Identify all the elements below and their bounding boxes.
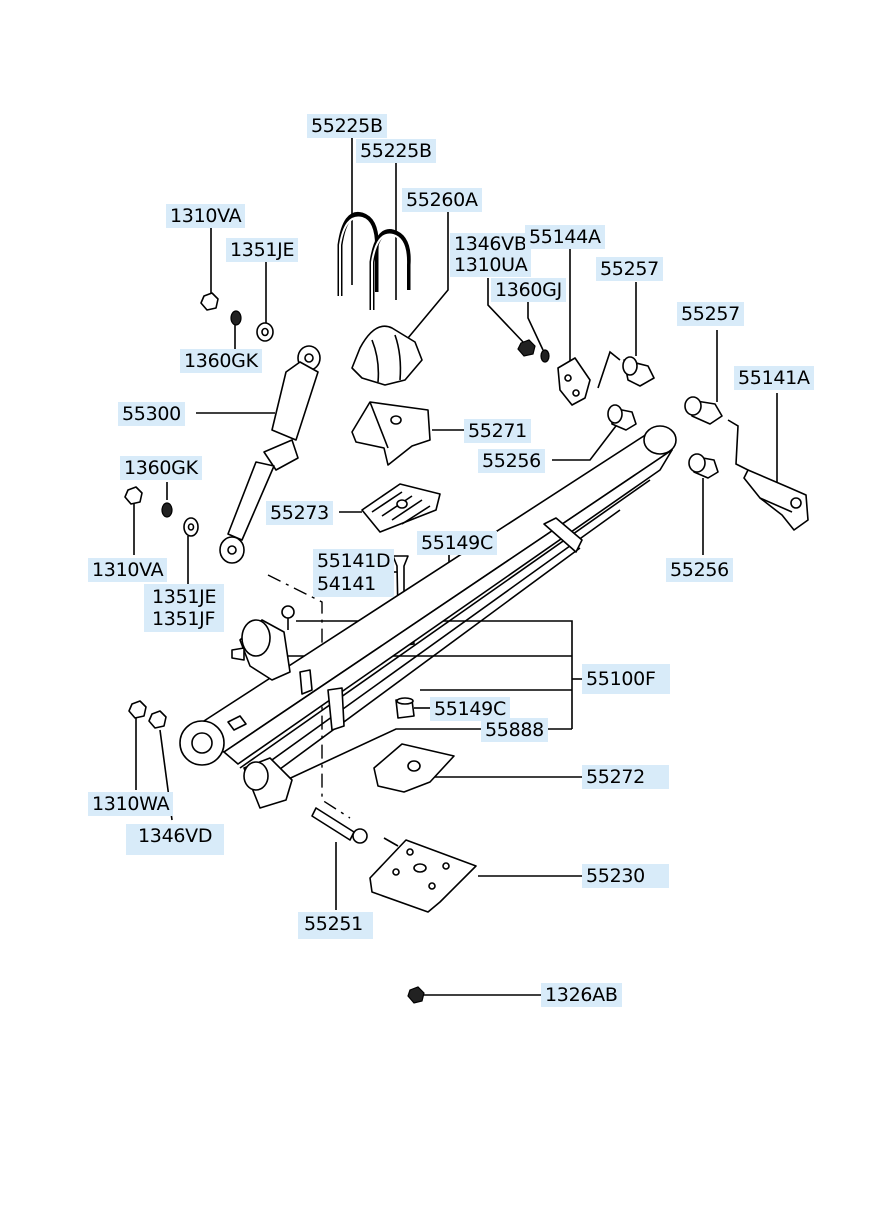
callout-55149c-lower[interactable]: 55149C bbox=[430, 697, 510, 721]
washer-1360gj bbox=[540, 349, 550, 363]
callout-55273[interactable]: 55273 bbox=[266, 501, 333, 525]
callout-55256-right[interactable]: 55256 bbox=[666, 558, 733, 582]
callout-55141d-54141[interactable]: 55141D 54141 bbox=[313, 549, 395, 597]
u-bolt-front bbox=[337, 211, 379, 296]
spacer-55149c-lower bbox=[395, 697, 415, 719]
bushing-55257-upper bbox=[622, 356, 655, 387]
nut-1326ab bbox=[407, 986, 425, 1004]
washer-1351je-top bbox=[256, 322, 274, 342]
nut-1346vd bbox=[148, 710, 167, 729]
leaf-spring bbox=[179, 425, 677, 773]
shackle-plate bbox=[557, 350, 621, 406]
callout-55144a[interactable]: 55144A bbox=[525, 225, 605, 249]
callout-55260a[interactable]: 55260A bbox=[402, 188, 482, 212]
lock-washer-1360gk-mid bbox=[161, 502, 173, 518]
callout-1360gj[interactable]: 1360GJ bbox=[491, 278, 566, 302]
nut-1310va-top bbox=[200, 292, 219, 311]
spring-seat bbox=[351, 401, 431, 466]
callout-1346vb-1310ua[interactable]: 1346VB 1310UA bbox=[450, 233, 532, 277]
rubber-pad bbox=[361, 483, 441, 533]
callout-55888[interactable]: 55888 bbox=[481, 718, 548, 742]
nut-1346vb bbox=[517, 339, 536, 357]
callout-55100f[interactable]: 55100F bbox=[582, 664, 670, 694]
callout-1310va-mid[interactable]: 1310VA bbox=[88, 558, 168, 582]
washer-1351je-mid bbox=[183, 517, 199, 537]
callout-55149c-upper[interactable]: 55149C bbox=[417, 531, 497, 555]
callout-1360gk-top[interactable]: 1360GK bbox=[180, 349, 262, 373]
callout-55272[interactable]: 55272 bbox=[582, 765, 669, 789]
callout-55257-right[interactable]: 55257 bbox=[677, 302, 744, 326]
lock-washer-1360gk-top bbox=[230, 310, 242, 326]
bump-stopper bbox=[351, 325, 423, 386]
callout-55300[interactable]: 55300 bbox=[118, 402, 185, 426]
callout-1310va-top[interactable]: 1310VA bbox=[166, 204, 246, 228]
callout-1360gk-mid[interactable]: 1360GK bbox=[120, 456, 202, 480]
callout-55225b-front[interactable]: 55225B bbox=[307, 114, 387, 138]
callout-55225b-rear[interactable]: 55225B bbox=[356, 139, 436, 163]
u-bolt-rear bbox=[369, 229, 411, 310]
callout-55230[interactable]: 55230 bbox=[582, 864, 669, 888]
bushing-55257-right bbox=[684, 396, 723, 425]
callout-1351je-top[interactable]: 1351JE bbox=[226, 238, 299, 262]
shock-absorber bbox=[219, 345, 321, 564]
callout-1351je-1351jf[interactable]: 1351JE 1351JF bbox=[144, 584, 225, 632]
callout-1346vd[interactable]: 1346VD bbox=[126, 824, 225, 855]
callout-55257-upper[interactable]: 55257 bbox=[596, 257, 663, 281]
callout-1326ab[interactable]: 1326AB bbox=[541, 983, 622, 1007]
lower-spring-seat bbox=[373, 743, 455, 793]
nut-1310va-mid bbox=[124, 486, 143, 505]
callout-55271[interactable]: 55271 bbox=[464, 419, 531, 443]
shackle-pin bbox=[727, 419, 809, 531]
bolt-55251 bbox=[311, 807, 399, 847]
spring-hanger-bracket bbox=[231, 605, 295, 681]
callout-1310wa[interactable]: 1310WA bbox=[88, 792, 174, 816]
bushing-55256-front bbox=[607, 404, 637, 431]
callout-55256-front[interactable]: 55256 bbox=[478, 449, 545, 473]
callout-55141a[interactable]: 55141A bbox=[734, 366, 814, 390]
callout-55251[interactable]: 55251 bbox=[298, 912, 373, 939]
bushing-55888 bbox=[243, 757, 293, 809]
nut-1310wa bbox=[128, 700, 147, 719]
bushing-55256-right bbox=[688, 453, 719, 479]
spring-plate bbox=[369, 839, 477, 913]
